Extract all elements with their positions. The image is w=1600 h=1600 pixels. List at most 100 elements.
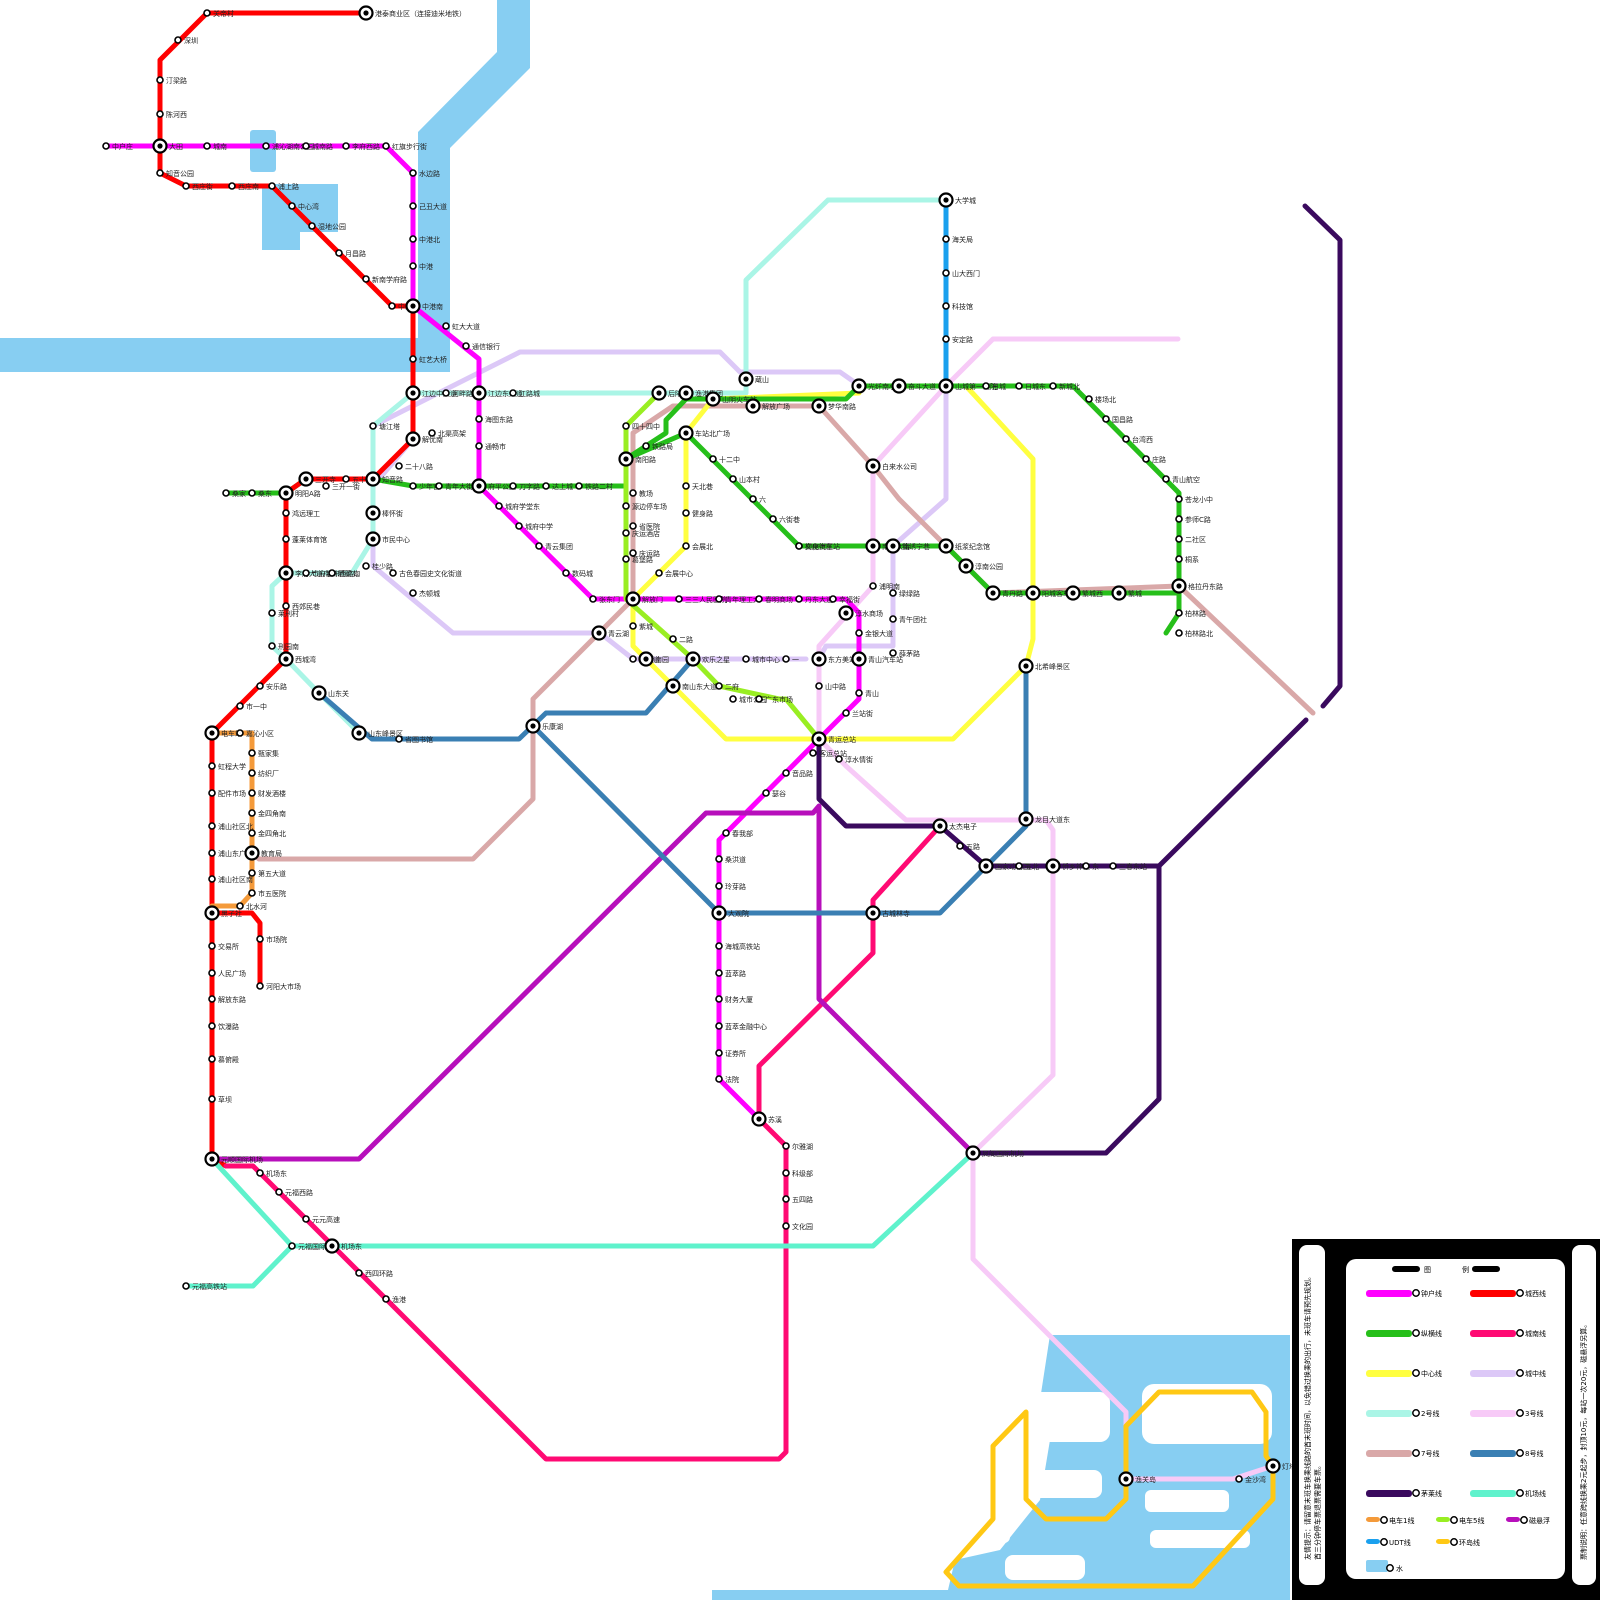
station[interactable]: 日城东 (1015, 382, 1046, 391)
station[interactable]: 青山 (855, 689, 879, 698)
station[interactable]: 梦华南路 (811, 398, 857, 414)
station[interactable]: 繁城西 (1065, 585, 1104, 601)
station[interactable]: 人民广场 (208, 969, 246, 978)
station[interactable]: 三三人民医院 (675, 595, 727, 604)
station[interactable]: 陈河西 (156, 110, 187, 119)
station[interactable]: 中户庄 (102, 142, 133, 151)
station[interactable]: 知音公园 (156, 169, 194, 178)
station[interactable]: 凤阁国际机场 (965, 1145, 1025, 1161)
station[interactable]: 金四角南 (248, 809, 286, 818)
station[interactable]: 青丹路 (985, 585, 1024, 601)
station[interactable]: 金四角北 (248, 829, 286, 838)
station[interactable]: 水边路 (409, 169, 440, 178)
station[interactable]: 春明商场 (755, 595, 793, 604)
station[interactable]: 二路 (669, 635, 693, 644)
station[interactable]: 草坝 (208, 1095, 232, 1104)
station[interactable]: 五路 (956, 842, 980, 851)
station[interactable]: 元福高铁站 (182, 1282, 227, 1291)
station[interactable]: 东方美站 (811, 651, 857, 667)
station[interactable]: 渔关岛 (1118, 1471, 1157, 1487)
station[interactable]: 慕俯殿 (208, 1055, 239, 1064)
station[interactable]: 虹艺大桥 (409, 355, 447, 364)
station[interactable]: 铁路二村 (575, 482, 613, 491)
station[interactable]: 台湾西 (1122, 435, 1153, 444)
station[interactable]: 城南 (203, 142, 227, 151)
station[interactable]: 数码城 (562, 569, 593, 578)
station[interactable]: 五北 (1015, 862, 1039, 871)
station[interactable]: 江边中大道 (405, 385, 458, 401)
station[interactable]: 黑子社 (204, 905, 243, 921)
station[interactable]: 桂少路 (362, 562, 393, 571)
station[interactable]: 知音路 (365, 471, 404, 487)
station[interactable]: 西城湾 (278, 651, 317, 667)
station[interactable]: 虹程大学 (208, 762, 246, 771)
station[interactable]: 青山航空 (1162, 475, 1200, 484)
station[interactable]: 月昌路 (335, 249, 366, 258)
station[interactable]: 解忧南 (405, 431, 444, 447)
station[interactable]: 浦山东广场 (208, 849, 253, 858)
station[interactable]: 淳水情街 (835, 755, 873, 764)
station[interactable]: 纺织厂 (248, 769, 279, 778)
station[interactable]: 南山东大道 (665, 678, 718, 694)
station[interactable]: 桑洪道 (715, 855, 746, 864)
station[interactable]: 江边东大道 (471, 385, 524, 401)
station[interactable]: 鸿远理工 (282, 509, 320, 518)
station[interactable]: 二社区 (1175, 535, 1206, 544)
station[interactable]: 三春东站 (1109, 862, 1147, 871)
station[interactable]: 山阴火车站 (705, 391, 758, 407)
station[interactable]: 淳水商场 (838, 605, 884, 621)
station[interactable]: 安定路 (942, 335, 973, 344)
station[interactable]: 港泰商业区（连接迪米地铁） (358, 5, 467, 21)
station[interactable]: 葛堡路 (622, 555, 653, 564)
station[interactable]: 河畔路 (442, 389, 473, 398)
station[interactable]: 省医院 (629, 522, 660, 531)
station[interactable]: 饮瀑路 (208, 1022, 239, 1031)
station[interactable]: 龙目大道东 (1018, 811, 1071, 827)
station[interactable]: 日城 (982, 382, 1006, 391)
station[interactable]: 科级部 (782, 1169, 813, 1178)
station[interactable]: 十二中 (709, 455, 740, 464)
station[interactable]: 浦沁湖南公园 (262, 142, 314, 151)
station[interactable]: 天北巷 (682, 482, 713, 491)
station[interactable]: 五四路 (782, 1195, 813, 1204)
station[interactable]: 蓝萃路 (715, 969, 746, 978)
station[interactable]: 柏林路 (1175, 609, 1206, 618)
station[interactable]: 城府中学 (515, 522, 553, 531)
station[interactable]: 城南路 (302, 142, 333, 151)
station[interactable]: 红旗步行街 (382, 142, 427, 151)
station[interactable]: 古色春园史文化街道 (389, 569, 462, 578)
station[interactable]: 李府大道/银川西路口 (278, 565, 361, 581)
station[interactable]: 刀字路 (509, 482, 540, 491)
station[interactable]: 塘江塔 (369, 422, 400, 431)
station[interactable]: 北水河 (236, 902, 267, 911)
station[interactable]: 虹大大道 (442, 322, 480, 331)
station[interactable]: 电车站 (204, 725, 243, 741)
station[interactable]: 北渠高架 (428, 429, 466, 438)
station[interactable]: 春我部 (722, 829, 753, 838)
station[interactable]: 元元高速 (302, 1215, 340, 1224)
station[interactable]: 玲芽路 (715, 882, 746, 891)
station[interactable]: 源边停车场 (622, 502, 667, 511)
station[interactable]: 青云湖 (591, 625, 630, 641)
station[interactable]: 解放门 (625, 591, 664, 607)
station[interactable]: 桑东 (248, 489, 272, 498)
station[interactable]: 苏溪 (751, 1111, 783, 1127)
station[interactable]: 青运总站 (811, 731, 857, 747)
station[interactable]: 太杰电子 (932, 818, 978, 834)
station[interactable]: 西庄街 (182, 182, 213, 191)
station[interactable]: 三开一街 (322, 482, 360, 491)
station[interactable]: 机场东 (256, 1169, 287, 1178)
station[interactable]: 国家动物园 (978, 858, 1031, 874)
station[interactable]: 市场院 (256, 935, 287, 944)
station[interactable]: 第五大道 (248, 869, 286, 878)
station[interactable]: 四十四中 (622, 422, 660, 431)
station[interactable]: 奋斗大道 (891, 378, 937, 394)
station[interactable]: 浦上路 (268, 182, 299, 191)
station[interactable]: 蓝萃金融中心 (715, 1022, 767, 1031)
station[interactable]: 海关局 (942, 235, 973, 244)
station[interactable]: 大田 (152, 138, 184, 154)
station[interactable]: 元福国际酒店 (288, 1242, 340, 1251)
station[interactable]: 六 (749, 495, 766, 504)
station[interactable]: 青午团社 (889, 615, 927, 624)
station[interactable]: 金沙湾 (1235, 1475, 1266, 1484)
